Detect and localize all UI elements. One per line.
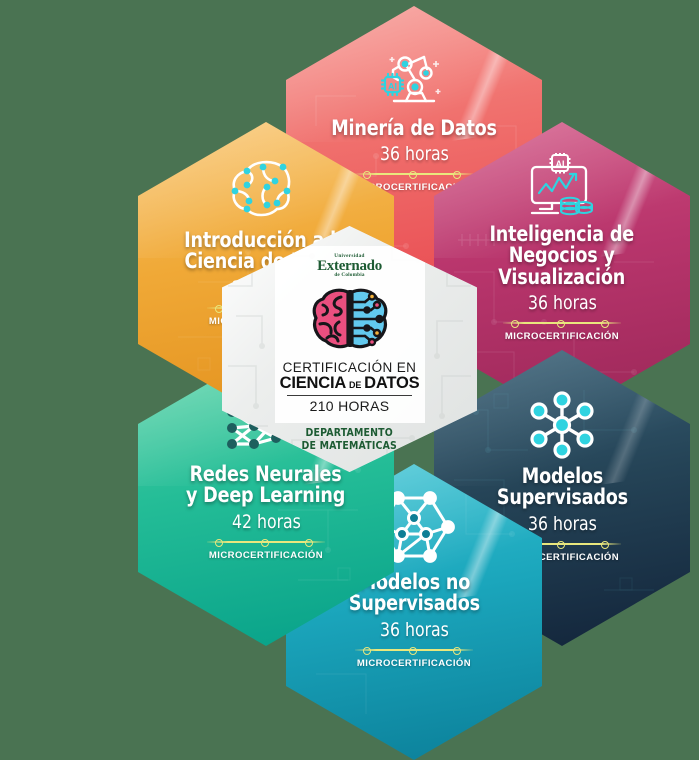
monitor-chart-ai-coins-icon: AI — [522, 152, 602, 220]
brain-circuit-outline-icon — [223, 154, 309, 226]
module-badge: MICROCERTIFICACIÓN — [356, 182, 472, 194]
node-star-network-icon — [523, 388, 601, 462]
brain-half-circuit-icon — [311, 288, 389, 355]
certification-line-1: CERTIFICACIÓN EN — [282, 360, 417, 376]
module-title: Modelos Supervisados — [496, 464, 628, 510]
module-hours: 36 horas — [527, 512, 597, 535]
module-title: Modelos no Supervisados — [348, 570, 480, 616]
module-hours: 36 horas — [379, 143, 449, 166]
module-badge: MICROCERTIFICACIÓN — [208, 549, 324, 561]
module-title: Redes Neurales y Deep Learning — [186, 462, 346, 508]
university-name: Externado — [317, 258, 382, 275]
module-badge: MICROCERTIFICACIÓN — [356, 657, 472, 669]
center-certification-hex[interactable]: Universidad Externado de Colombia — [222, 226, 477, 472]
certification-total-hours: 210 HORAS — [309, 398, 390, 415]
divider — [355, 171, 473, 180]
university-logo: Universidad Externado de Colombia — [317, 252, 382, 279]
certification-line-2: CIENCIA DE DATOS — [279, 373, 420, 392]
module-hours: 42 horas — [231, 510, 301, 533]
cluster-graph-icon — [368, 486, 460, 568]
department-label: DEPARTAMENTO DE MATEMÁTICAS — [302, 427, 398, 452]
department-line-1: DEPARTAMENTO — [305, 426, 394, 440]
certification-word-datos: DATOS — [364, 373, 420, 392]
certification-word-ciencia: CIENCIA — [279, 373, 347, 392]
infographic-canvas: AI Minería de Datos 36 horas MICROCERTIF… — [138, 6, 690, 760]
divider — [207, 538, 325, 547]
svg-text:AI: AI — [556, 159, 565, 169]
university-sub-line: de Colombia — [334, 272, 365, 279]
module-badge: MICROCERTIFICACIÓN — [504, 551, 620, 563]
svg-text:AI: AI — [388, 82, 397, 92]
certification-word-de: DE — [349, 379, 362, 390]
module-title: Inteligencia de Negocios y Visualización — [489, 222, 635, 289]
certification-card: Universidad Externado de Colombia — [274, 245, 425, 424]
module-hours: 36 horas — [379, 618, 449, 641]
divider — [355, 646, 473, 655]
module-title: Minería de Datos — [331, 116, 497, 140]
module-hours: 36 horas — [527, 292, 597, 315]
department-line-2: DE MATEMÁTICAS — [301, 438, 398, 452]
certification-rule — [287, 395, 412, 397]
divider — [503, 320, 621, 329]
robot-arm-ai-chip-icon: AI — [376, 40, 452, 114]
module-badge: MICROCERTIFICACIÓN — [504, 331, 620, 343]
university-top-line: Universidad — [334, 252, 365, 259]
